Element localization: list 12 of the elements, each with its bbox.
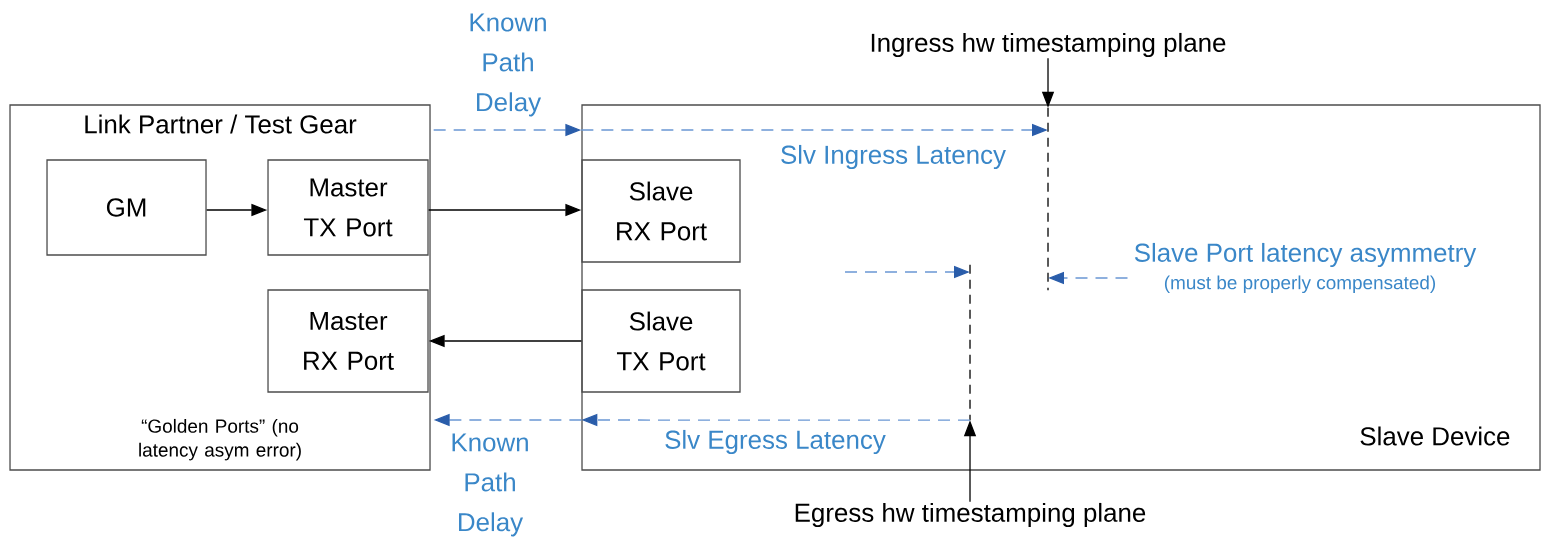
edge-label: Known Path Delay — [462, 12, 554, 118]
port-box: Slave TX Port — [581, 289, 741, 393]
port-box: Slave RX Port — [581, 159, 741, 263]
edge-label: Known Path Delay — [444, 432, 536, 538]
port-box: Master TX Port — [267, 159, 429, 256]
plane-label: Ingress hw timestamping plane — [871, 32, 1226, 58]
plane-label: Egress hw timestamping plane — [795, 502, 1146, 528]
edge-label: Slv Ingress Latency — [779, 143, 1008, 171]
port-box: Master RX Port — [267, 289, 429, 393]
note-text: Slave Port latency asymmetry (must be properly compensated) — [1134, 242, 1477, 294]
port-box: GM — [46, 159, 207, 256]
edge-label: Slv Egress Latency — [663, 428, 887, 456]
